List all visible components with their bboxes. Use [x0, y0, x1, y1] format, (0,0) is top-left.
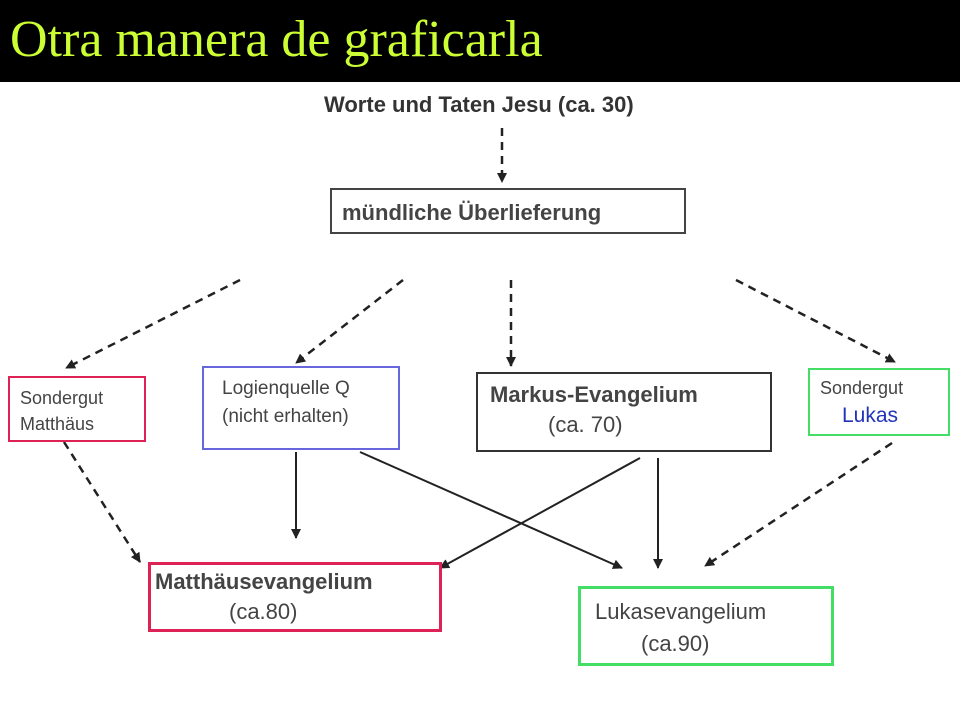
matthaeusevangelium-line1: Matthäusevangelium: [155, 569, 373, 594]
arrow-markus-to-matthaeus: [439, 457, 641, 569]
matthaeusevangelium-box: Matthäusevangelium (ca.80): [148, 562, 442, 632]
arrow-sondergut-matthaeus-to-matthaeus: [62, 441, 142, 563]
arrow-sondergut-lukas-to-lukas: [704, 441, 893, 568]
arrow-oral-to-logienquelle: [295, 279, 404, 364]
sondergut-lukas-line1: Sondergut: [820, 378, 904, 398]
slide-title: Otra manera de graficarla: [10, 11, 543, 68]
arrow-oral-to-sondergut-lukas: [735, 278, 896, 364]
logienquelle-line2: (nicht erhalten): [222, 406, 349, 427]
matthaeusevangelium-line2: (ca.80): [229, 599, 298, 624]
arrow-logienquelle-to-lukas: [359, 451, 623, 569]
logienquelle-line1: Logienquelle Q: [222, 378, 350, 399]
sondergut-matthaeus-box: Sondergut Matthäus: [8, 376, 146, 442]
markus-evangelium-line2: (ca. 70): [548, 412, 623, 437]
lukasevangelium-box: Lukasevangelium (ca.90): [578, 586, 834, 666]
oral-tradition-label: mündliche Überlieferung: [342, 200, 602, 225]
lukasevangelium-line1: Lukasevangelium: [595, 599, 767, 624]
top-label: Worte und Taten Jesu (ca. 30): [324, 92, 634, 117]
markus-evangelium-line1: Markus-Evangelium: [490, 382, 698, 407]
markus-evangelium-box: Markus-Evangelium (ca. 70): [476, 372, 772, 452]
oral-tradition-box: mündliche Überlieferung: [330, 188, 686, 234]
lukasevangelium-line2: (ca.90): [641, 631, 710, 656]
sondergut-matthaeus-line2: Matthäus: [20, 414, 95, 434]
sondergut-lukas-box: Sondergut Lukas: [808, 368, 950, 436]
sondergut-matthaeus-line1: Sondergut: [20, 388, 104, 408]
title-bar: Otra manera de graficarla: [0, 0, 960, 82]
logienquelle-box: Logienquelle Q (nicht erhalten): [202, 366, 400, 450]
sondergut-lukas-line2: Lukas: [842, 404, 899, 427]
arrow-oral-to-sondergut-matthaeus: [65, 278, 241, 370]
